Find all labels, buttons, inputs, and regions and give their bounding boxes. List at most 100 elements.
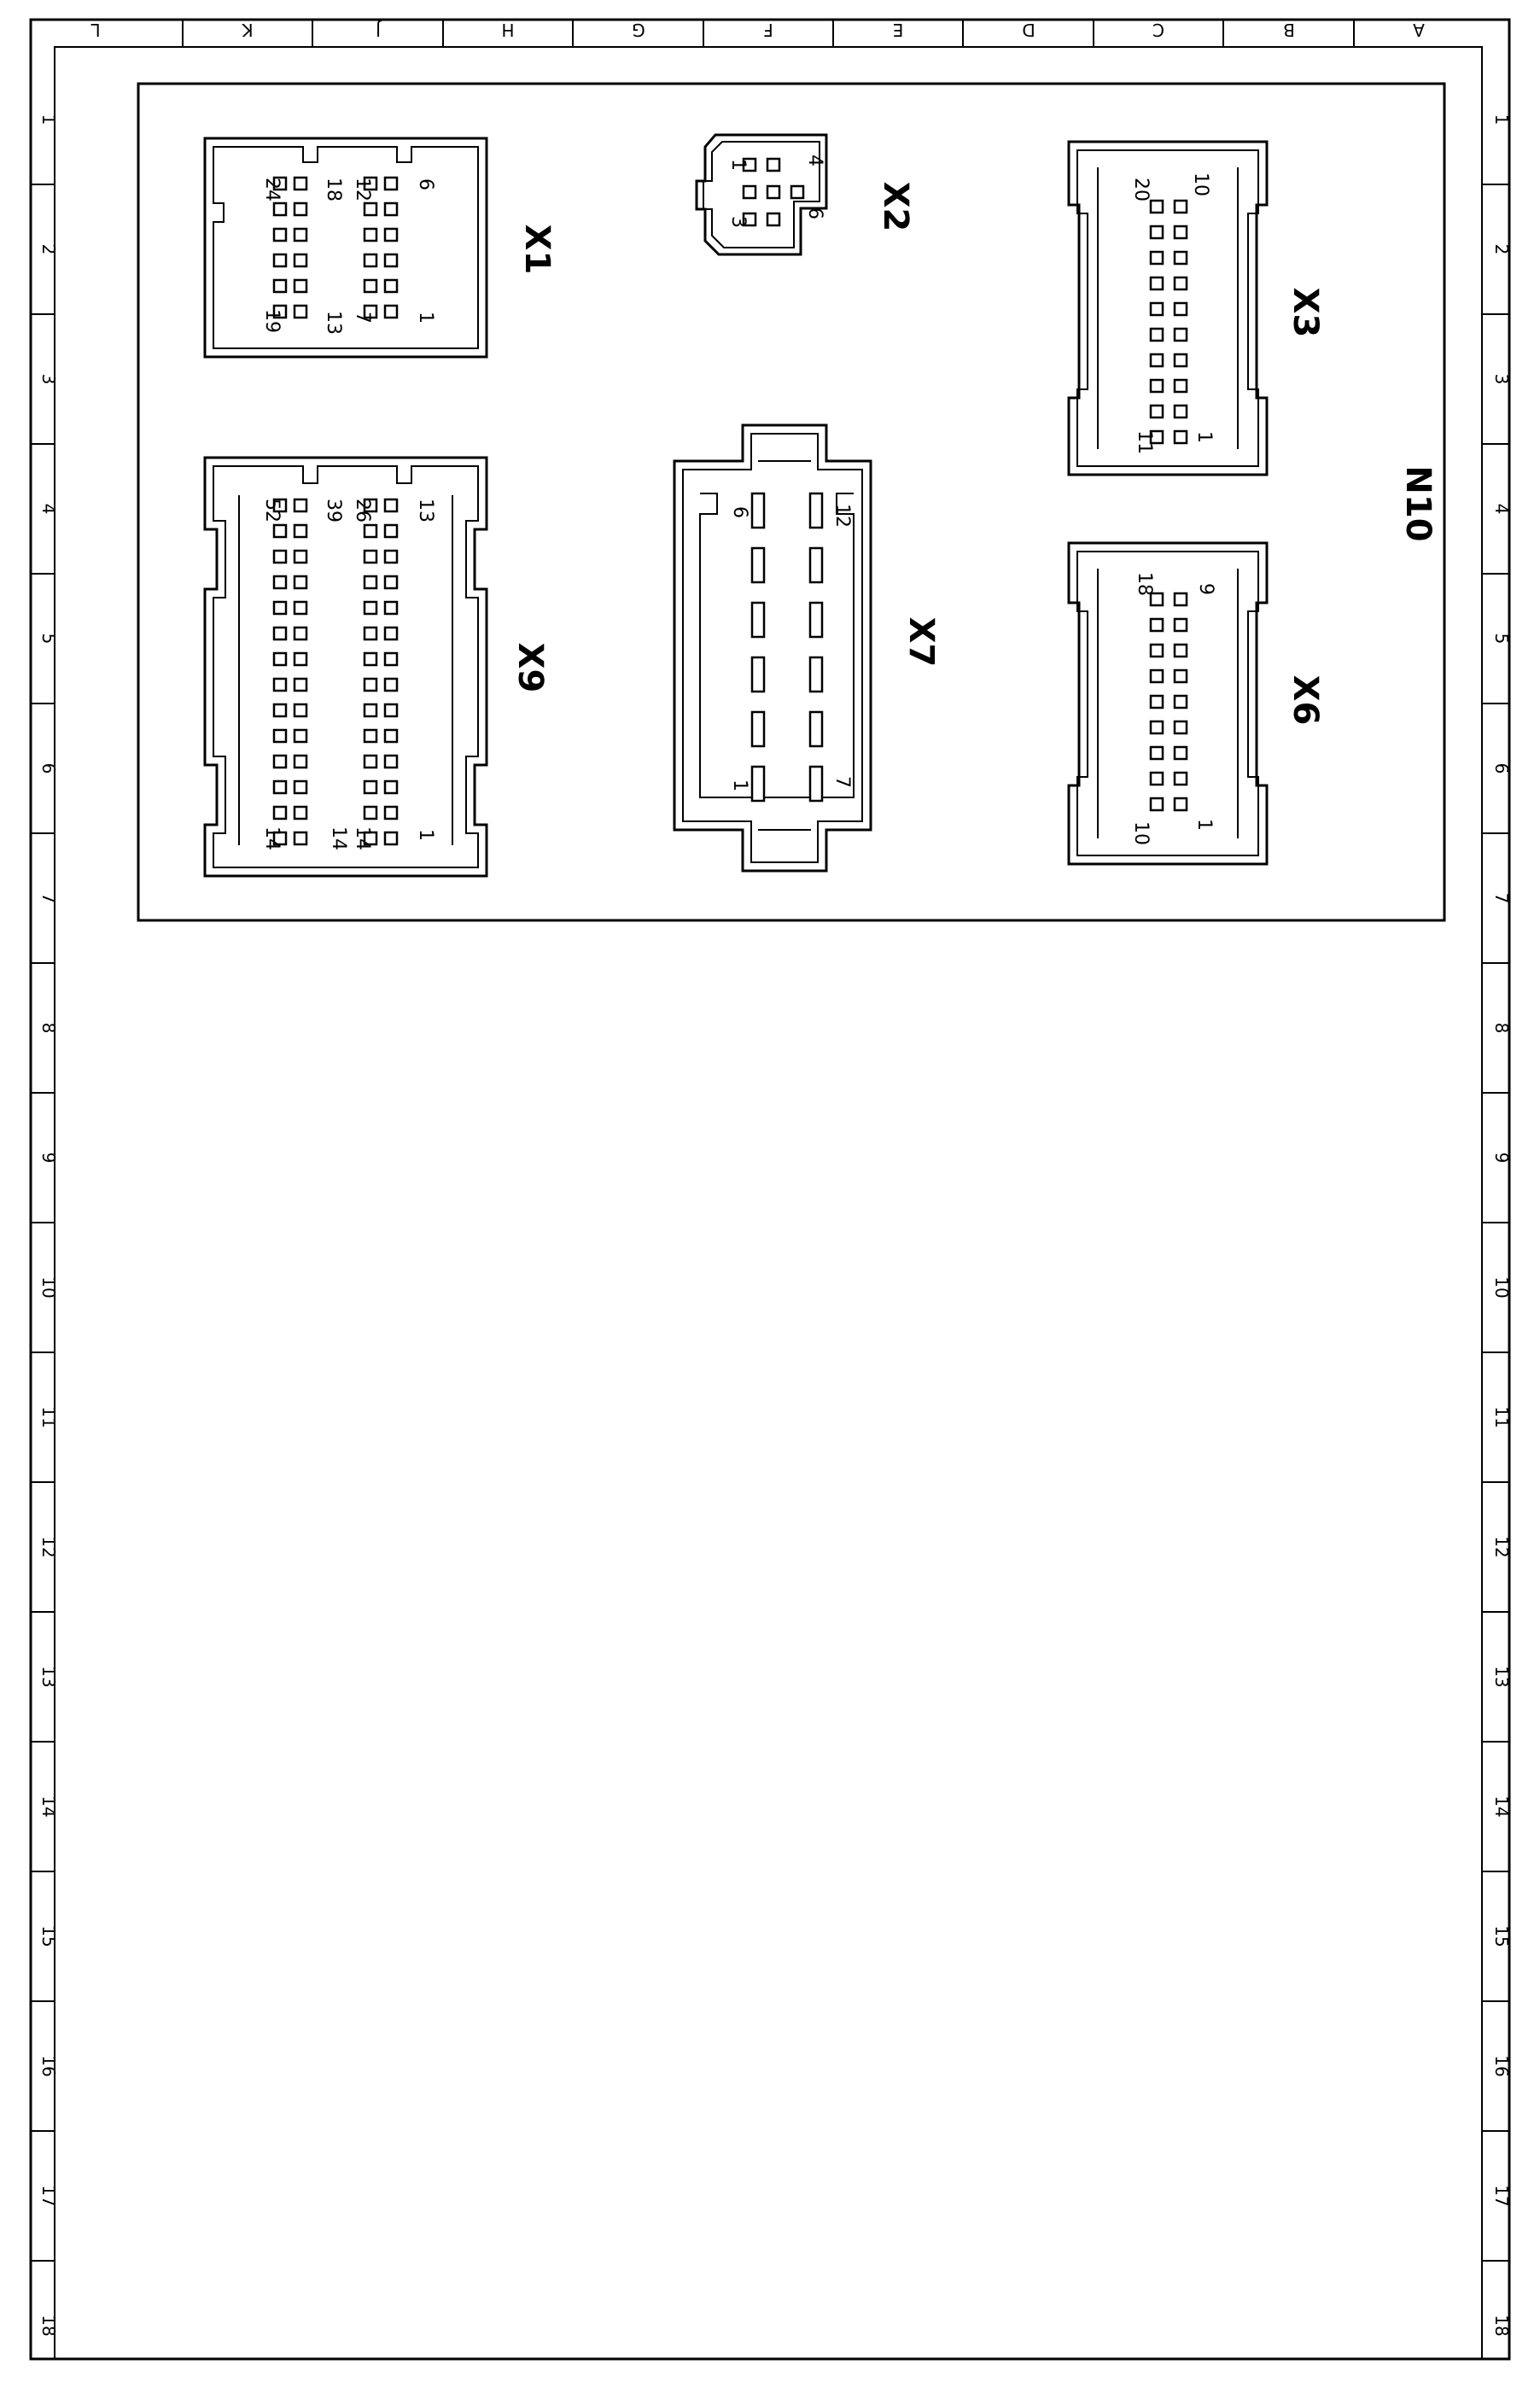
pin-cavity (363, 253, 378, 268)
pin-cavity (1173, 199, 1188, 214)
pin-label: 1 (729, 779, 750, 791)
pin-label: 10 (1130, 821, 1152, 845)
pin-cavity (272, 278, 288, 294)
pin-label: 39 (323, 499, 344, 523)
blade-slot (808, 765, 824, 803)
column-label: J (376, 20, 382, 40)
pin-label: 1 (415, 312, 436, 324)
row-label-left: 6 (38, 763, 59, 774)
row-label-right: 11 (1491, 1406, 1512, 1427)
blade-slot (750, 656, 766, 693)
pin-cavity (383, 575, 399, 590)
pin-cavity (1173, 327, 1188, 342)
column-label: C (1152, 20, 1164, 40)
pin-cavity (1173, 694, 1188, 709)
pin-cavity (1149, 429, 1164, 445)
row-label-left: 16 (38, 2055, 59, 2076)
pin-cavity (1149, 720, 1164, 735)
pin-cavity (383, 728, 399, 744)
pin-label: 12 (352, 178, 373, 201)
pin-cavity (293, 575, 308, 590)
pin-cavity (1149, 327, 1164, 342)
pin-cavity (363, 176, 378, 191)
pin-label: 19 (261, 309, 283, 333)
pin-cavity (272, 523, 288, 539)
pin-cavity (293, 304, 308, 319)
connector-x7: 6 12 1 7 X7 (673, 423, 941, 873)
pin-cavity (1149, 276, 1164, 291)
connector-x2: 1 4 6 3 X2 (695, 133, 915, 256)
row-label-right: 4 (1491, 504, 1512, 515)
row-label-left: 9 (38, 1153, 59, 1164)
pin-label: 18 (323, 178, 344, 201)
pin-cavity (293, 549, 308, 564)
pin-cavity (272, 176, 288, 191)
row-label-left: 13 (38, 1666, 59, 1687)
pin-cavity (272, 703, 288, 718)
pin-cavity (363, 304, 378, 319)
blade-slot (808, 601, 824, 639)
pin-cavity (293, 626, 308, 641)
column-label: B (1283, 20, 1295, 40)
pin-cavity (1149, 617, 1164, 633)
pin-cavity (1149, 250, 1164, 266)
pin-label: 1 (1193, 431, 1215, 443)
pin-label: 14 (261, 826, 283, 850)
pin-cavity (272, 549, 288, 564)
row-label-left: 11 (38, 1406, 59, 1427)
row-label-right: 17 (1491, 2185, 1512, 2206)
blade-slot (808, 546, 824, 584)
connector-label: X6 (1286, 675, 1325, 726)
row-label-left: 8 (38, 1023, 59, 1034)
connector-x9: 52 39 26 13 14 14 14 1 X9 (203, 456, 550, 878)
row-label-left: 17 (38, 2185, 59, 2206)
pin-cavity (1173, 276, 1188, 291)
pin-cavity (383, 253, 399, 268)
pin-cavity (383, 626, 399, 641)
pin-cavity (272, 253, 288, 268)
pin-label: 14 (352, 826, 373, 850)
pin-cavity (742, 212, 757, 227)
pin-cavity (766, 157, 781, 172)
pin-cavity (1173, 353, 1188, 368)
pin-cavity (383, 304, 399, 319)
pin-cavity (383, 201, 399, 217)
pin-cavity (1173, 225, 1188, 240)
pin-cavity (383, 227, 399, 242)
row-label-right: 5 (1491, 633, 1512, 645)
pin-cavity (742, 157, 757, 172)
pin-label: 6 (804, 207, 825, 219)
pin-cavity (383, 600, 399, 616)
pin-cavity (363, 278, 378, 294)
pin-cavity (272, 600, 288, 616)
pin-cavity (363, 227, 378, 242)
pin-cavity (272, 754, 288, 769)
pin-cavity (363, 703, 378, 718)
pin-cavity (1173, 250, 1188, 266)
column-label: A (1413, 20, 1425, 40)
pin-cavity (1173, 592, 1188, 607)
pin-cavity (1149, 694, 1164, 709)
pin-cavity (363, 498, 378, 513)
blade-slot (750, 546, 766, 584)
column-label: G (632, 20, 645, 40)
pin-cavity (293, 651, 308, 667)
pin-cavity (363, 728, 378, 744)
pin-cavity (383, 278, 399, 294)
blade-slot (750, 710, 766, 748)
pin-label: 1 (727, 159, 749, 171)
blade-slot (808, 710, 824, 748)
pin-label: 13 (323, 311, 344, 335)
pin-cavity (363, 600, 378, 616)
column-label: E (893, 20, 904, 40)
pin-cavity (293, 278, 308, 294)
pin-label: 1 (1193, 819, 1215, 831)
pin-cavity (1173, 668, 1188, 684)
row-label-left: 4 (38, 504, 59, 515)
pin-cavity (363, 523, 378, 539)
connector-label: X9 (510, 643, 550, 693)
row-label-left: 3 (38, 374, 59, 385)
pin-cavity (272, 304, 288, 319)
pin-cavity (272, 498, 288, 513)
